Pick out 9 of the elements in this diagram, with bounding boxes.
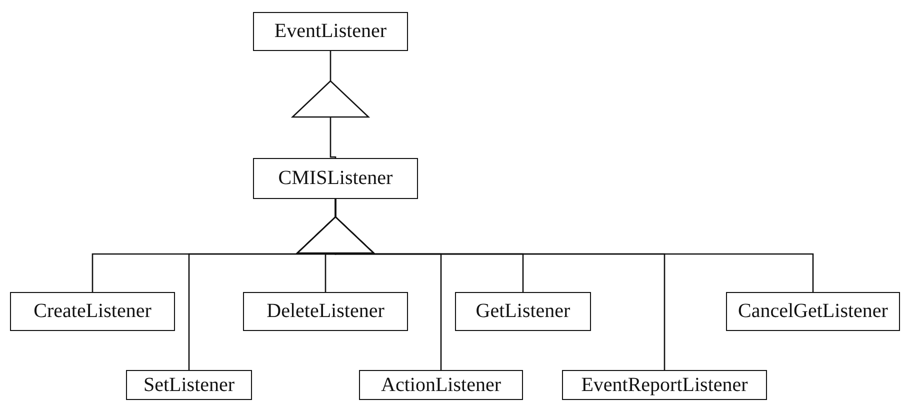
class-box: SetListener xyxy=(126,370,252,400)
class-box: EventListener xyxy=(253,12,408,51)
class-box: GetListener xyxy=(455,292,591,331)
class-box: CMISListener xyxy=(253,158,418,199)
class-box: EventReportListener xyxy=(562,370,767,400)
class-box: DeleteListener xyxy=(243,292,408,331)
class-box: ActionListener xyxy=(359,370,523,400)
class-box: CreateListener xyxy=(10,292,175,331)
class-box: CancelGetListener xyxy=(726,292,900,331)
